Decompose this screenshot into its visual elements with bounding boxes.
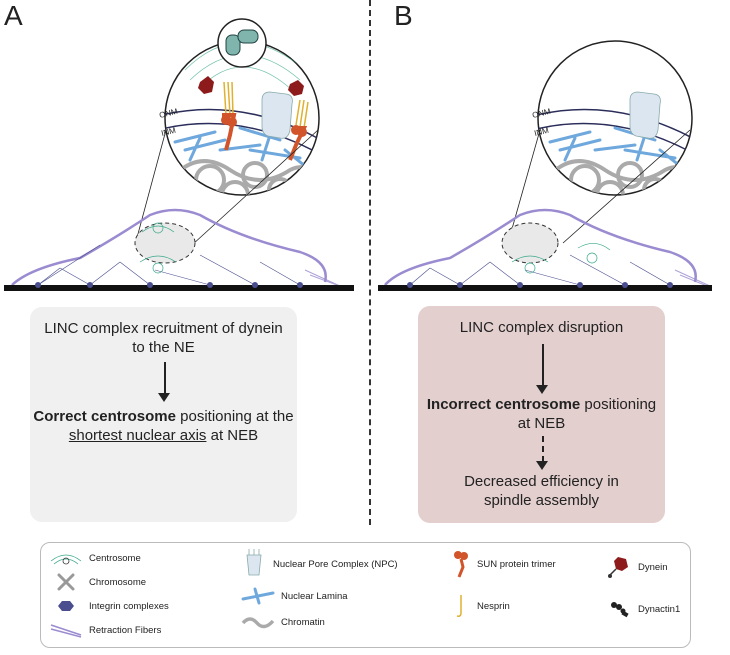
cell-b (378, 208, 713, 291)
box-b-line1: LINC complex disruption (459, 319, 624, 336)
legend-chromosome-label: Chromosome (89, 576, 147, 588)
legend-centrosome-label: Centrosome (89, 552, 141, 564)
arrowhead-b1 (536, 385, 548, 394)
zoom-circle-b (537, 40, 693, 196)
legend-retraction-label: Retraction Fibers (89, 624, 162, 636)
legend-dynein: Dynein (606, 555, 668, 579)
legend-chromosome: Chromosome (49, 573, 146, 591)
onm-label-a: ONM (158, 107, 179, 120)
legend-chromatin-label: Chromatin (281, 616, 325, 628)
legend-nesprin: Nesprin (451, 593, 510, 619)
npc-icon (246, 549, 262, 576)
illustration: ONM INM (4, 18, 713, 291)
box-a-line3-rest: positioning at the (175, 408, 294, 425)
box-a-bold: Correct centrosome (33, 408, 176, 425)
legend-retraction: Retraction Fibers (49, 621, 161, 639)
legend-integrin-label: Integrin complexes (89, 600, 169, 612)
box-a-underlined: shortest nuclear axis (68, 427, 207, 444)
legend-sun: SUN protein trimer (451, 549, 556, 579)
arrow-b2 (541, 436, 544, 462)
box-a-line4: shortest nuclear axis at NEB (30, 426, 297, 445)
panel-label-b: B (394, 0, 413, 31)
panel-label-a: A (4, 0, 23, 31)
box-b-line4: Decreased efficiency in (464, 473, 619, 490)
box-a-line1: LINC complex recruitment of dynein (44, 320, 283, 337)
arrowhead-b2 (536, 461, 548, 470)
legend-npc: Nuclear Pore Complex (NPC) (241, 549, 398, 579)
summary-box-b: LINC complex disruption Incorrect centro… (418, 306, 665, 523)
legend-integrin: Integrin complexes (49, 597, 169, 615)
legend-npc-label: Nuclear Pore Complex (NPC) (273, 558, 398, 570)
legend: Centrosome Chromosome Integrin complexes… (40, 542, 691, 648)
inm-label-b: INM (533, 126, 550, 138)
dynactin-icon (611, 602, 629, 618)
retraction-fibers-icon (50, 624, 82, 638)
sun-trimer-icon (454, 551, 468, 578)
box-a-line4-rest: at NEB (206, 427, 259, 444)
integrin-icon (58, 601, 74, 611)
onm-label-b: ONM (531, 107, 552, 120)
panel-divider (369, 0, 371, 525)
lamina-icon (241, 587, 275, 605)
box-b-line5: spindle assembly (483, 492, 600, 509)
box-b-line3: at NEB (517, 415, 566, 432)
legend-dynactin: Dynactin1 (606, 597, 680, 621)
arrow-a (163, 362, 166, 394)
chromatin-icon (241, 617, 275, 629)
legend-lamina: Nuclear Lamina (241, 587, 348, 605)
legend-centrosome: Centrosome (49, 549, 141, 567)
legend-chromatin: Chromatin (241, 613, 325, 631)
chromosome-icon (57, 573, 75, 591)
dynein-icon (608, 557, 628, 578)
centrosome-icon (50, 554, 82, 565)
zoom-circle-a (164, 18, 320, 196)
box-a-line3: Correct centrosome positioning at the (30, 407, 297, 426)
summary-box-a: LINC complex recruitment of dynein to th… (30, 307, 297, 522)
legend-dynein-label: Dynein (638, 561, 668, 573)
arrow-b1 (541, 344, 544, 386)
box-b-line2-rest: positioning (580, 396, 657, 413)
legend-sun-label: SUN protein trimer (477, 558, 556, 570)
arrowhead-a (158, 393, 170, 402)
box-a-line2: to the NE (132, 339, 195, 356)
nesprin-icon (456, 595, 462, 617)
legend-dynactin-label: Dynactin1 (638, 603, 681, 615)
cell-a (4, 208, 354, 291)
box-b-bold: Incorrect centrosome (426, 396, 581, 413)
legend-nesprin-label: Nesprin (477, 600, 510, 612)
box-b-line2: Incorrect centrosome positioning (418, 395, 665, 414)
legend-lamina-label: Nuclear Lamina (281, 590, 348, 602)
